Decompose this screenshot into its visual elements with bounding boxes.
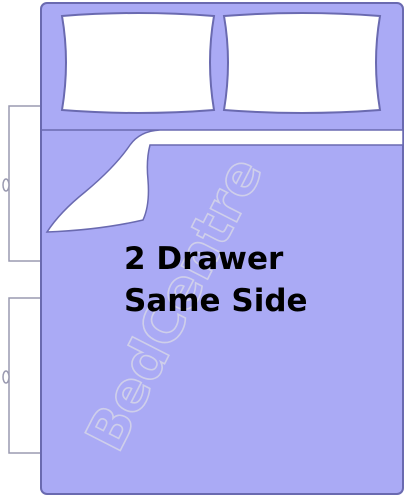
mattress xyxy=(40,2,404,495)
caption-line-2: Same Side xyxy=(124,283,308,319)
caption-line-1: 2 Drawer xyxy=(124,241,284,277)
pillow-right xyxy=(222,12,382,114)
drawer-top xyxy=(2,105,44,262)
pillow-left xyxy=(60,12,216,114)
duvet-fold xyxy=(41,129,404,233)
drawer-bottom xyxy=(2,297,44,454)
